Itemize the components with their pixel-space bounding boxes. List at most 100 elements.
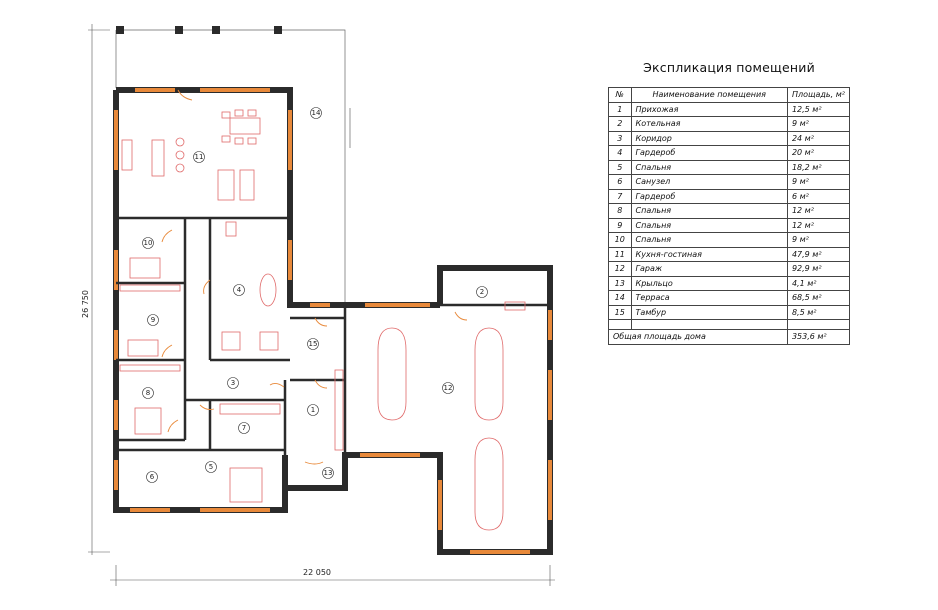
room-label: 6 bbox=[150, 473, 155, 481]
header-area: Площадь, м² bbox=[786, 87, 851, 103]
room-label: 2 bbox=[480, 288, 484, 296]
cell-name: Спальня bbox=[630, 232, 788, 248]
room-label: 9 bbox=[151, 316, 155, 324]
cell-name: Коридор bbox=[630, 130, 788, 146]
cell-area: 9 м² bbox=[786, 232, 851, 248]
room-label: 3 bbox=[231, 379, 235, 387]
cell-name: Крыльцо bbox=[630, 275, 788, 291]
cell-area: 18,2 м² bbox=[786, 159, 851, 175]
cell-num: 5 bbox=[608, 159, 632, 175]
cell-num: 12 bbox=[608, 261, 632, 277]
dimension-lines bbox=[88, 24, 555, 586]
header-num: № bbox=[608, 87, 632, 103]
cell-name: Прихожая bbox=[630, 101, 788, 117]
terrace-outline bbox=[115, 29, 351, 305]
blank-cell bbox=[608, 319, 632, 330]
cell-name: Котельная bbox=[630, 116, 788, 132]
cell-num: 6 bbox=[608, 174, 632, 190]
cell-name: Гардероб bbox=[630, 188, 788, 204]
cell-num: 1 bbox=[608, 101, 632, 117]
cell-num: 3 bbox=[608, 130, 632, 146]
header-name: Наименование помещения bbox=[630, 87, 788, 103]
room-schedule: Экспликация помещений № Наименование пом… bbox=[608, 60, 851, 345]
dimension-width: 22 050 bbox=[303, 568, 331, 577]
cell-area: 9 м² bbox=[786, 116, 851, 132]
cell-area: 12 м² bbox=[786, 217, 851, 233]
cell-num: 9 bbox=[608, 217, 632, 233]
cell-num: 13 bbox=[608, 275, 632, 291]
room-label: 14 bbox=[312, 109, 321, 117]
room-label: 8 bbox=[146, 389, 150, 397]
cell-num: 10 bbox=[608, 232, 632, 248]
cell-area: 12 м² bbox=[786, 203, 851, 219]
cell-name: Кухня-гостиная bbox=[630, 246, 788, 262]
room-label: 5 bbox=[209, 463, 213, 471]
cell-area: 4,1 м² bbox=[786, 275, 851, 291]
cell-area: 12,5 м² bbox=[786, 101, 851, 117]
room-label: 12 bbox=[444, 384, 453, 392]
windows bbox=[114, 88, 552, 554]
room-label: 1 bbox=[311, 406, 315, 414]
cell-area: 47,9 м² bbox=[786, 246, 851, 262]
room-label: 11 bbox=[195, 153, 204, 161]
cell-name: Гардероб bbox=[630, 145, 788, 161]
dimension-height: 26 750 bbox=[81, 290, 90, 318]
blank-cell bbox=[630, 319, 788, 330]
total-label: Общая площадь дома bbox=[608, 329, 788, 345]
cell-num: 7 bbox=[608, 188, 632, 204]
schedule-title: Экспликация помещений bbox=[643, 60, 815, 75]
room-label: 10 bbox=[144, 239, 153, 247]
cell-area: 68,5 м² bbox=[786, 290, 851, 306]
cell-area: 8,5 м² bbox=[786, 304, 851, 320]
cell-name: Спальня bbox=[630, 217, 788, 233]
cell-num: 15 bbox=[608, 304, 632, 320]
room-label: 4 bbox=[237, 286, 242, 294]
room-label: 7 bbox=[242, 424, 246, 432]
cell-name: Санузел bbox=[630, 174, 788, 190]
cell-name: Гараж bbox=[630, 261, 788, 277]
cell-area: 20 м² bbox=[786, 145, 851, 161]
cell-name: Тамбур bbox=[630, 304, 788, 320]
total-area: 353,6 м² bbox=[786, 329, 851, 345]
room-label: 13 bbox=[324, 469, 333, 477]
interior-walls bbox=[116, 216, 550, 510]
cell-area: 24 м² bbox=[786, 130, 851, 146]
cell-num: 11 bbox=[608, 246, 632, 262]
schedule-header-row: № Наименование помещения Площадь, м² bbox=[608, 87, 851, 103]
table-row-blank bbox=[608, 319, 851, 330]
exterior-walls bbox=[113, 87, 553, 555]
cell-num: 8 bbox=[608, 203, 632, 219]
room-labels bbox=[142, 107, 488, 483]
room-label: 15 bbox=[309, 340, 318, 348]
cell-num: 4 bbox=[608, 145, 632, 161]
cell-name: Спальня bbox=[630, 203, 788, 219]
blank-cell bbox=[786, 319, 851, 330]
doors bbox=[161, 89, 468, 465]
cell-area: 6 м² bbox=[786, 188, 851, 204]
cell-name: Спальня bbox=[630, 159, 788, 175]
cell-num: 2 bbox=[608, 116, 632, 132]
room-label-texts: 1 2 3 4 5 6 7 8 9 10 11 12 13 14 15 bbox=[144, 109, 485, 481]
cell-num: 14 bbox=[608, 290, 632, 306]
cell-name: Терраса bbox=[630, 290, 788, 306]
cell-area: 92,9 м² bbox=[786, 261, 851, 277]
furniture bbox=[119, 109, 526, 531]
